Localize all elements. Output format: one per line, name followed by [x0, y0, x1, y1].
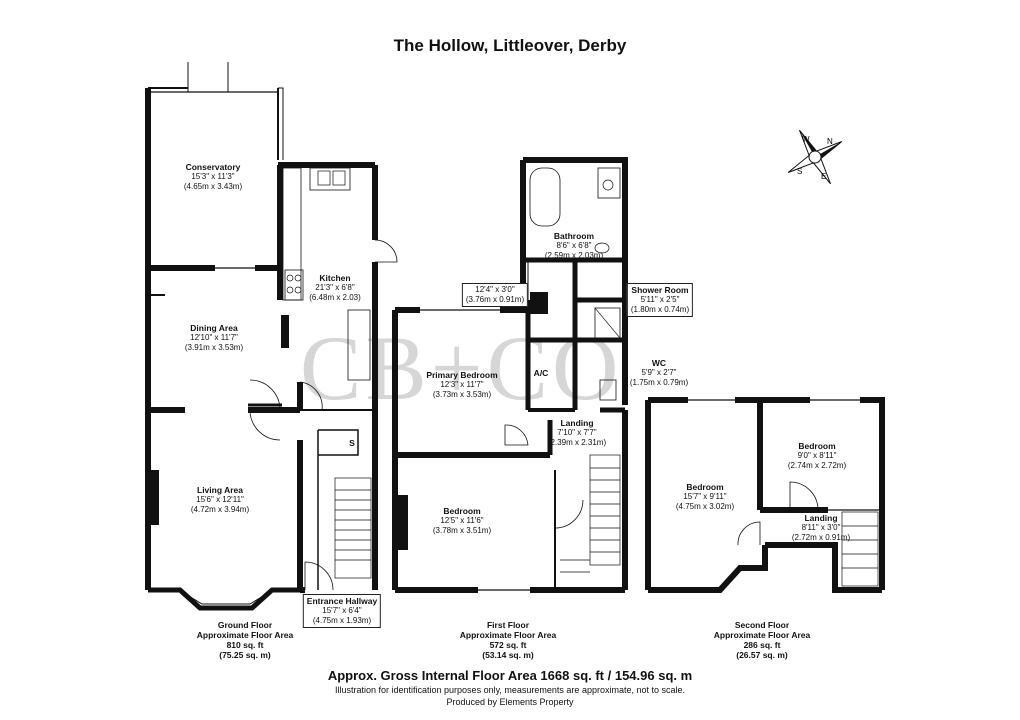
disclaimer-text: Illustration for identification purposes…	[334, 685, 685, 695]
plan-title: The Hollow, Littleover, Derby	[393, 36, 627, 55]
room-primary-bedroom: Primary Bedroom 12'3" x 11'7" (3.73m x 3…	[426, 370, 498, 399]
room-wc: WC 5'9" x 2'7" (1.75m x 0.79m)	[629, 358, 689, 387]
room-entrance-hallway: Entrance Hallway 15'7" x 6'4" (4.75m x 1…	[302, 594, 382, 628]
gross-area-text: Approx. Gross Internal Floor Area 1668 s…	[327, 668, 693, 683]
room-second-bedroom-large: Bedroom 15'7" x 9'11" (4.75m x 3.02m)	[675, 482, 735, 511]
compass-n: N	[827, 137, 833, 146]
room-shower-room: Shower Room 5'11" x 2'5" (1.80m x 0.74m)	[626, 283, 694, 317]
compass-rose-icon: N S E W	[787, 129, 843, 185]
room-second-bedroom-small: Bedroom 9'0" x 8'11" (2.74m x 2.72m)	[787, 441, 847, 470]
compass-w: W	[802, 135, 810, 144]
first-floor-caption: First Floor Approximate Floor Area 572 s…	[459, 620, 557, 660]
ground-floor-caption: Ground Floor Approximate Floor Area 810 …	[196, 620, 294, 660]
room-kitchen: Kitchen 21'3" x 6'8" (6.48m x 2.03)	[309, 273, 361, 302]
second-floor-walls	[645, 397, 885, 593]
ground-floor-walls	[145, 62, 398, 611]
room-bathroom: Bathroom 8'6" x 6'8" (2.59m x 2.03m)	[544, 231, 604, 260]
compass-e: E	[821, 172, 826, 181]
first-floor-walls	[392, 157, 628, 593]
room-conservatory: Conservatory 15'3" x 11'3" (4.65m x 3.43…	[183, 162, 243, 191]
compass-s: S	[797, 167, 802, 176]
room-second-landing: Landing 8'11" x 3'0" (2.72m x 0.91m)	[791, 513, 851, 542]
producer-text: Produced by Elements Property	[446, 697, 574, 707]
watermark: CB+CO	[300, 317, 623, 419]
room-landing-box: 12'4" x 3'0" (3.76m x 0.91m)	[461, 283, 529, 307]
room-dining-area: Dining Area 12'10" x 11'7" (3.91m x 3.53…	[184, 323, 244, 352]
room-first-landing: Landing 7'10" x 7'7" (2.39m x 2.31m)	[547, 418, 607, 447]
room-first-bedroom: Bedroom 12'5" x 11'6" (3.78m x 3.51m)	[432, 506, 492, 535]
second-floor-caption: Second Floor Approximate Floor Area 286 …	[713, 620, 811, 660]
room-store: S	[349, 438, 355, 448]
room-ac: A/C	[533, 368, 549, 378]
room-living-area: Living Area 15'6" x 12'11" (4.72m x 3.94…	[190, 485, 250, 514]
